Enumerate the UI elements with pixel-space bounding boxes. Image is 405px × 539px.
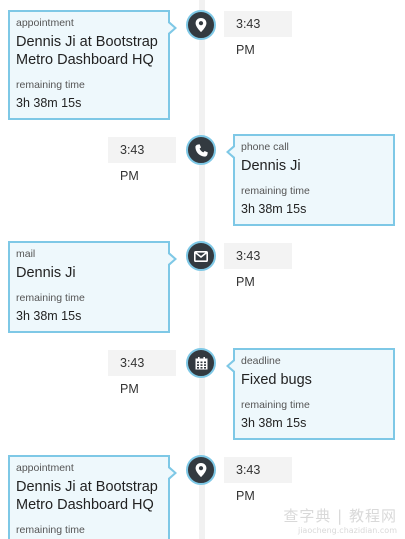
event-title-line: Dennis Ji xyxy=(16,265,76,281)
event-title-line: Dennis Ji at Bootstrap xyxy=(16,34,158,50)
watermark-main: 查字典 | 教程网 xyxy=(283,507,397,525)
remaining-time-label: remaining time xyxy=(241,185,310,197)
remaining-time-value: 3h 38m 15s xyxy=(241,416,307,430)
map-marker-icon xyxy=(186,455,216,485)
event-title-line: Metro Dashboard HQ xyxy=(16,497,154,513)
event-type: deadline xyxy=(241,355,281,367)
remaining-time-value: 3h 38m 15s xyxy=(241,202,307,216)
remaining-time-label: remaining time xyxy=(16,524,85,536)
event-title: Dennis Ji at Bootstrap Metro Dashboard H… xyxy=(16,33,160,69)
event-type: mail xyxy=(16,248,36,260)
event-time: 3:43 PM xyxy=(108,137,176,183)
event-title-line: Fixed bugs xyxy=(241,372,312,388)
event-card[interactable]: deadline Fixed bugs remaining time 3h 38… xyxy=(226,348,395,440)
map-marker-icon xyxy=(186,10,216,40)
event-type: appointment xyxy=(16,462,74,474)
remaining-time-label: remaining time xyxy=(16,292,85,304)
event-card[interactable]: appointment Dennis Ji at Bootstrap Metro… xyxy=(8,10,177,120)
event-card[interactable]: appointment Dennis Ji at Bootstrap Metro… xyxy=(8,455,177,539)
remaining-time-value: 3h 38m 15s xyxy=(16,96,82,110)
event-title-line: Dennis Ji at Bootstrap xyxy=(16,479,158,495)
remaining-time-value: 3h 38m 15s xyxy=(16,309,82,323)
calendar-icon xyxy=(186,348,216,378)
phone-icon xyxy=(186,135,216,165)
event-title: Dennis Ji xyxy=(16,264,160,282)
event-card[interactable]: mail Dennis Ji remaining time 3h 38m 15s xyxy=(8,241,177,333)
event-time: 3:43 PM xyxy=(224,243,292,289)
event-time: 3:43 PM xyxy=(224,457,292,503)
event-title: Dennis Ji at Bootstrap Metro Dashboard H… xyxy=(16,478,160,514)
watermark-sub: jiaocheng.chazidian.com xyxy=(297,526,397,535)
remaining-time-label: remaining time xyxy=(241,399,310,411)
event-time: 3:43 PM xyxy=(108,350,176,396)
envelope-icon xyxy=(186,241,216,271)
event-title-line: Dennis Ji xyxy=(241,158,301,174)
remaining-time-label: remaining time xyxy=(16,79,85,91)
event-time: 3:43 PM xyxy=(224,11,292,57)
event-title: Dennis Ji xyxy=(241,157,385,175)
event-card[interactable]: phone call Dennis Ji remaining time 3h 3… xyxy=(226,134,395,226)
event-type: phone call xyxy=(241,141,289,153)
watermark: 查字典 | 教程网 jiaocheng.chazidian.com xyxy=(283,505,397,535)
event-type: appointment xyxy=(16,17,74,29)
event-title-line: Metro Dashboard HQ xyxy=(16,52,154,68)
event-title: Fixed bugs xyxy=(241,371,385,389)
